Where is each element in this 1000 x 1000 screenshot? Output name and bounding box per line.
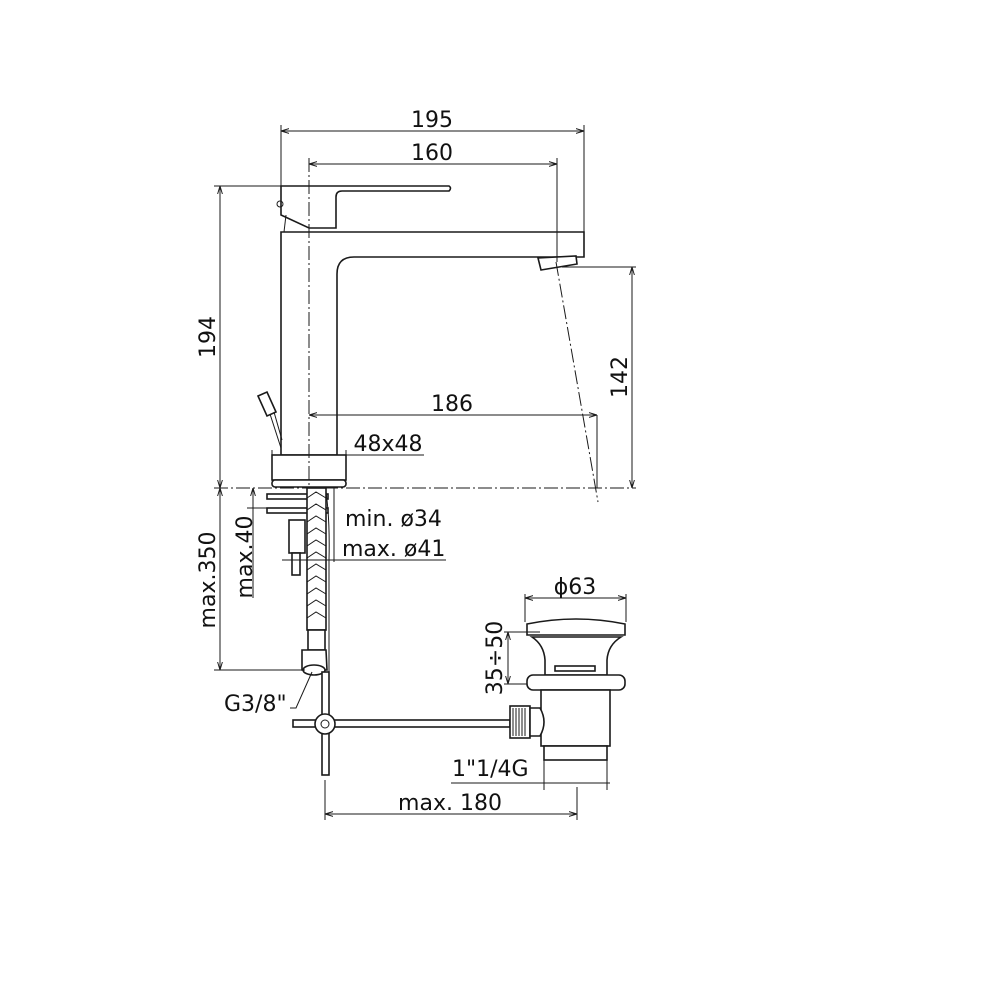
dim-label-142: 142 bbox=[608, 356, 633, 398]
dim-label-35-50: 35÷50 bbox=[483, 621, 508, 695]
dim-48x48: 48x48 bbox=[271, 432, 424, 460]
dim-max40: max.40 bbox=[233, 488, 267, 598]
dim-label-phi63: ϕ63 bbox=[554, 575, 597, 600]
popup-lever bbox=[256, 390, 278, 418]
dim-35-50: 35÷50 bbox=[483, 621, 540, 695]
dim-label-max180: max. 180 bbox=[398, 791, 502, 816]
dim-label-max40: max.40 bbox=[233, 516, 258, 599]
dim-186: 186 bbox=[309, 392, 598, 488]
dim-195: 195 bbox=[280, 108, 585, 232]
dim-label-160: 160 bbox=[411, 141, 453, 166]
dim-g38: G3/8" bbox=[224, 671, 313, 717]
water-jet-line bbox=[555, 261, 599, 503]
dim-label-186: 186 bbox=[431, 392, 473, 417]
dim-label-hole-max: max. ø41 bbox=[342, 537, 445, 562]
dim-label-hole-min: min. ø34 bbox=[345, 507, 442, 532]
aerator bbox=[536, 255, 578, 271]
faucet-handle bbox=[280, 185, 452, 229]
dim-label-48x48: 48x48 bbox=[353, 432, 422, 457]
dim-label-max350: max.350 bbox=[196, 532, 221, 629]
dim-label-g38: G3/8" bbox=[224, 692, 287, 717]
rod-clamp bbox=[314, 713, 336, 735]
dim-label-194: 194 bbox=[196, 316, 221, 358]
dim-thread: 1"1/4G bbox=[451, 757, 610, 790]
dim-label-thread: 1"1/4G bbox=[452, 757, 529, 782]
dim-phi63: ϕ63 bbox=[524, 575, 627, 622]
dim-142: 142 bbox=[562, 266, 636, 488]
popup-waste bbox=[509, 618, 626, 761]
flexible-hose bbox=[301, 487, 328, 676]
dim-hole: min. ø34 max. ø41 bbox=[282, 488, 446, 562]
dim-label-195: 195 bbox=[411, 108, 453, 133]
dim-max350: max.350 bbox=[196, 488, 305, 671]
dim-194: 194 bbox=[196, 185, 281, 488]
dim-160: 160 bbox=[309, 141, 558, 262]
dim-max180: max. 180 bbox=[324, 780, 578, 820]
faucet-body bbox=[280, 231, 585, 456]
